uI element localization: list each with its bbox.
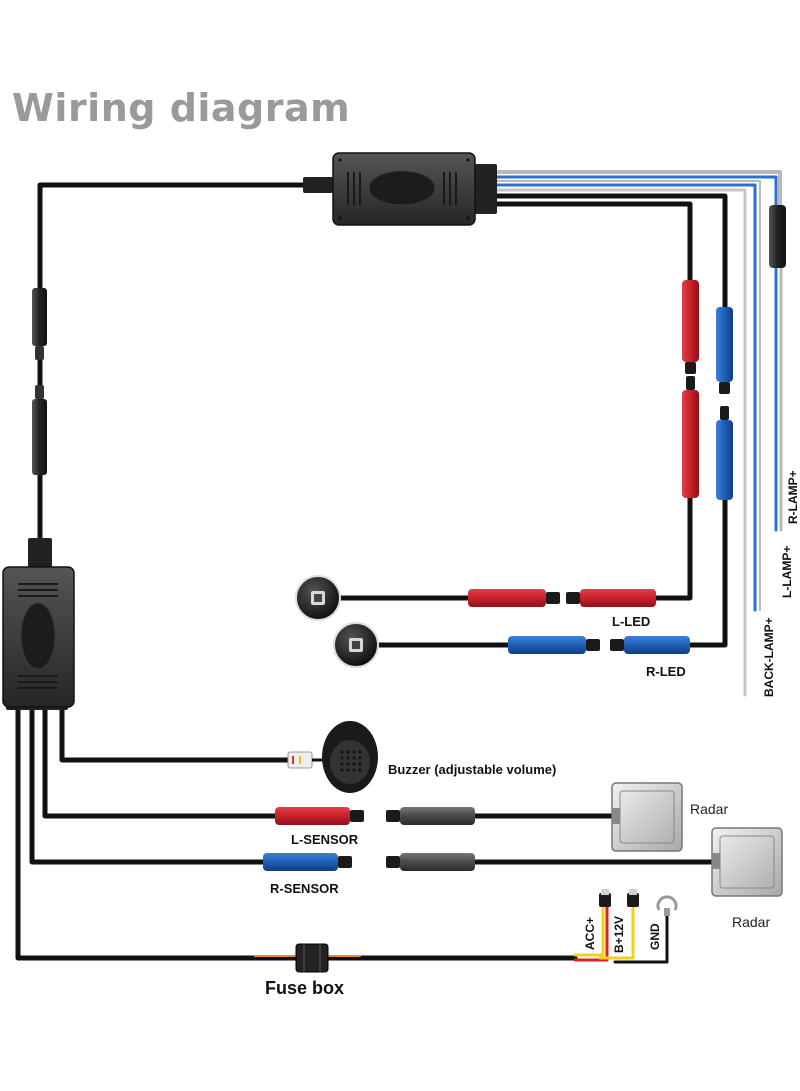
acc-label: ACC+: [583, 916, 597, 950]
r-led-cable: [687, 497, 728, 648]
power-cable: [15, 702, 301, 961]
acc-wire-yellow: [573, 903, 605, 957]
b12v-wire-yellow: [598, 903, 635, 960]
lamp-r-wire: [493, 170, 782, 207]
fuse-box-label: Fuse box: [265, 978, 345, 998]
l-lamp-label: L-LAMP+: [780, 545, 794, 598]
l-led-connector-vertical-upper: [682, 280, 699, 374]
b12v-fuse-tap: [627, 889, 639, 907]
cables: [15, 170, 783, 964]
buzzer-label: Buzzer (adjustable volume): [388, 762, 557, 777]
r-led-connector-vertical-lower: [716, 406, 733, 500]
l-sensor-label: L-SENSOR: [291, 832, 359, 847]
lamp-l-wire: [493, 183, 757, 612]
r-sensor-cable: [29, 702, 268, 865]
lamp-r-blue-wire: [493, 175, 778, 207]
radar-top-label: Radar: [690, 801, 729, 817]
r-led-connector-vertical-upper: [716, 307, 733, 394]
r-sensor-head: [333, 622, 379, 668]
lamp-inline-connector: [769, 205, 786, 268]
page-title: Wiring diagram: [12, 86, 351, 130]
l-led-label: L-LED: [612, 614, 651, 629]
gnd-ring-terminal: [656, 895, 678, 916]
l-led-connector-vertical-lower: [682, 376, 699, 498]
l-sensor-cable: [42, 702, 278, 819]
r-led-connector-male: [610, 636, 690, 654]
main-cable: [37, 182, 308, 548]
l-sensor-connector: [275, 807, 364, 825]
l-led-cable: [652, 495, 693, 601]
acc-wire-red: [573, 903, 609, 962]
acc-fuse-tap: [599, 889, 611, 907]
l-sensor-head: [295, 575, 341, 621]
r-lamp-label: R-LAMP+: [786, 470, 800, 524]
r-led-main-wire: [492, 193, 728, 313]
top-control-module: [303, 152, 497, 226]
radar-bottom-connector: [386, 853, 475, 871]
radar-bottom-label: Radar: [732, 914, 771, 930]
radar-unit-top: [611, 782, 683, 852]
gnd-label: GND: [648, 923, 662, 950]
bottom-control-module: [2, 538, 75, 710]
r-sensor-connector: [263, 853, 352, 871]
b12v-label: B+12V: [612, 915, 626, 953]
l-led-main-wire: [492, 201, 693, 283]
l-led-connector-male: [566, 589, 656, 607]
lamp-l-gray: [494, 180, 761, 611]
main-cable-connector-lower: [32, 385, 47, 475]
back-lamp-label: BACK-LAMP+: [762, 617, 776, 697]
main-cable-connector-upper: [32, 288, 47, 360]
buzzer: [287, 721, 378, 793]
r-led-label: R-LED: [646, 664, 686, 679]
buzzer-cable: [59, 702, 291, 763]
r-led-connector-female: [508, 636, 600, 654]
radar-unit-bottom: [711, 827, 783, 897]
l-led-connector-female: [468, 589, 560, 607]
back-lamp-wire: [493, 188, 747, 697]
gnd-wire: [613, 910, 669, 964]
r-sensor-label: R-SENSOR: [270, 881, 339, 896]
fuse-box: [295, 943, 329, 973]
radar-top-connector: [386, 807, 475, 825]
